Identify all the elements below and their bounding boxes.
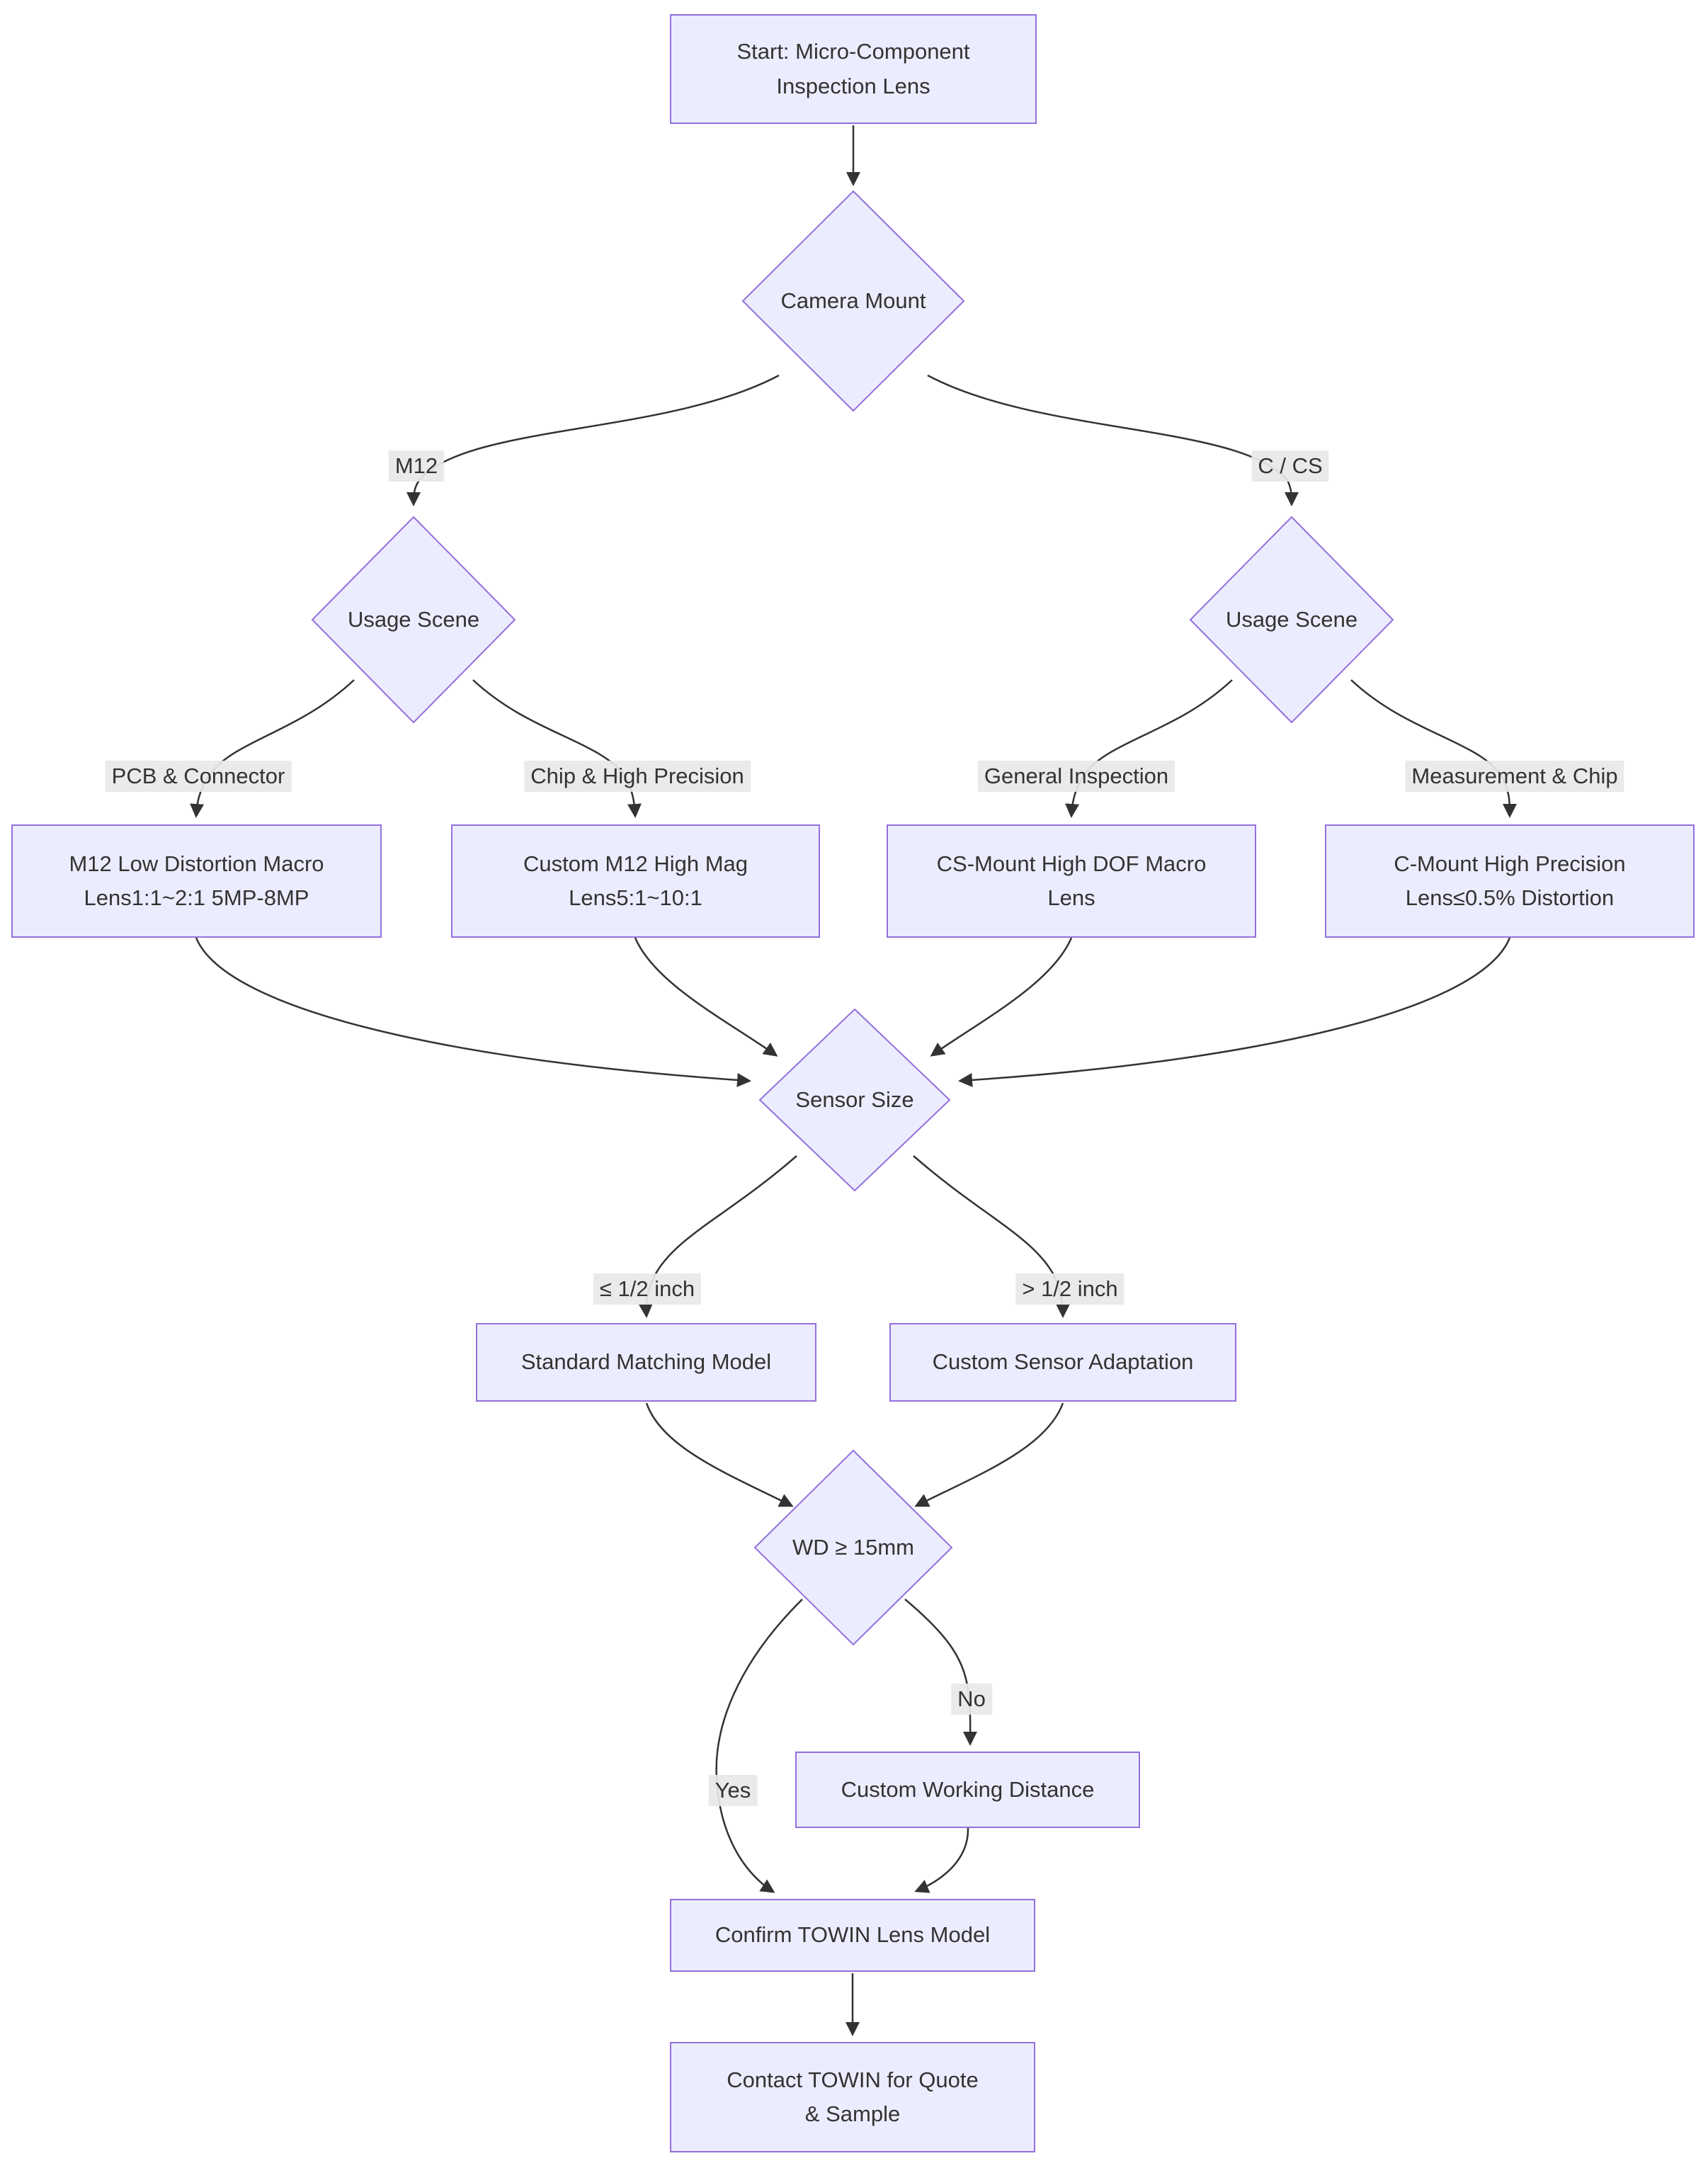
node-start-line1: Start: Micro-Component bbox=[736, 39, 970, 64]
node-start-line2: Inspection Lens bbox=[776, 73, 930, 98]
edge-usage-ccs-to-box4 bbox=[1350, 679, 1518, 818]
edge-camera-to-usage-m12 bbox=[406, 374, 780, 506]
camera-mount-diamond bbox=[741, 190, 965, 412]
edge-usage-m12-to-box2 bbox=[472, 679, 642, 818]
node-cs-mount-high-dof-line2: Lens bbox=[1047, 885, 1095, 910]
node-standard-matching-label: Standard Matching Model bbox=[520, 1349, 772, 1375]
node-c-mount-high-precision-line1: C-Mount High Precision bbox=[1394, 851, 1626, 876]
node-cs-mount-high-dof: CS-Mount High DOF Macro Lens bbox=[887, 824, 1256, 938]
node-wd-check-label: WD ≥ 15mm bbox=[792, 1535, 915, 1560]
node-custom-m12-high-mag: Custom M12 High Mag Lens5:1~10:1 bbox=[451, 824, 820, 938]
edge-box1-to-sensor bbox=[195, 937, 751, 1087]
node-contact: Contact TOWIN for Quote & Sample bbox=[670, 2042, 1035, 2152]
edge-box4-to-sensor bbox=[958, 937, 1511, 1087]
node-cs-mount-high-dof-line1: CS-Mount High DOF Macro bbox=[936, 851, 1207, 876]
edge-custom-wd-to-confirm bbox=[914, 1827, 969, 1893]
node-confirm-model: Confirm TOWIN Lens Model bbox=[670, 1899, 1035, 1972]
edge-label-measurement-chip: Measurement & Chip bbox=[1405, 761, 1624, 792]
edge-label-chip-high-precision: Chip & High Precision bbox=[524, 761, 751, 792]
node-usage-scene-ccs-label: Usage Scene bbox=[1225, 607, 1358, 632]
usage-scene-m12-diamond bbox=[311, 516, 516, 724]
edge-camera-to-usage-ccs bbox=[927, 374, 1299, 506]
node-m12-low-distortion-line1: M12 Low Distortion Macro bbox=[69, 851, 324, 876]
node-custom-m12-high-mag-line1: Custom M12 High Mag bbox=[523, 851, 748, 876]
usage-scene-ccs-diamond bbox=[1189, 516, 1394, 724]
node-custom-sensor-adaptation: Custom Sensor Adaptation bbox=[889, 1323, 1236, 1402]
node-confirm-model-label: Confirm TOWIN Lens Model bbox=[714, 1922, 991, 1948]
node-custom-sensor-adaptation-label: Custom Sensor Adaptation bbox=[932, 1349, 1194, 1375]
node-c-mount-high-precision-line2: Lens≤0.5% Distortion bbox=[1405, 885, 1615, 910]
edge-usage-m12-to-box1 bbox=[190, 679, 355, 818]
edge-label-gt-half-inch: > 1/2 inch bbox=[1015, 1273, 1125, 1305]
node-custom-working-distance-label: Custom Working Distance bbox=[841, 1776, 1095, 1802]
node-m12-low-distortion: M12 Low Distortion Macro Lens1:1~2:1 5MP… bbox=[11, 824, 382, 938]
node-start: Start: Micro-Component Inspection Lens bbox=[670, 14, 1037, 124]
node-m12-low-distortion-line2: Lens1:1~2:1 5MP-8MP bbox=[84, 885, 309, 910]
edge-label-general-inspection: General Inspection bbox=[977, 761, 1175, 792]
edge-wd-yes-to-confirm bbox=[715, 1599, 803, 1893]
edge-box2-to-sensor bbox=[634, 937, 778, 1057]
wd-check-diamond bbox=[753, 1449, 953, 1646]
edge-label-pcb-connector: PCB & Connector bbox=[105, 761, 292, 792]
sensor-size-diamond bbox=[758, 1008, 951, 1192]
node-c-mount-high-precision: C-Mount High Precision Lens≤0.5% Distort… bbox=[1325, 824, 1695, 938]
edge-wd-no-to-custom-wd bbox=[904, 1599, 978, 1746]
node-custom-m12-high-mag-line2: Lens5:1~10:1 bbox=[569, 885, 702, 910]
node-custom-working-distance: Custom Working Distance bbox=[795, 1752, 1140, 1828]
node-contact-line2: & Sample bbox=[804, 2101, 901, 2126]
node-usage-scene-m12-label: Usage Scene bbox=[347, 607, 480, 632]
node-contact-line1: Contact TOWIN for Quote bbox=[727, 2067, 979, 2092]
node-sensor-size-label: Sensor Size bbox=[795, 1087, 914, 1112]
edge-label-le-half-inch: ≤ 1/2 inch bbox=[593, 1273, 702, 1305]
edge-label-m12: M12 bbox=[388, 450, 445, 482]
node-standard-matching: Standard Matching Model bbox=[476, 1323, 816, 1402]
edge-box3-to-sensor bbox=[930, 937, 1073, 1057]
edge-custom-sensor-to-wd bbox=[914, 1402, 1064, 1507]
edge-label-no: No bbox=[951, 1684, 992, 1715]
edge-label-c-cs: C / CS bbox=[1251, 450, 1329, 482]
edge-label-yes: Yes bbox=[708, 1775, 758, 1806]
edge-usage-ccs-to-box3 bbox=[1065, 679, 1233, 818]
node-camera-mount-label: Camera Mount bbox=[780, 288, 926, 313]
edge-standard-to-wd bbox=[645, 1402, 794, 1507]
